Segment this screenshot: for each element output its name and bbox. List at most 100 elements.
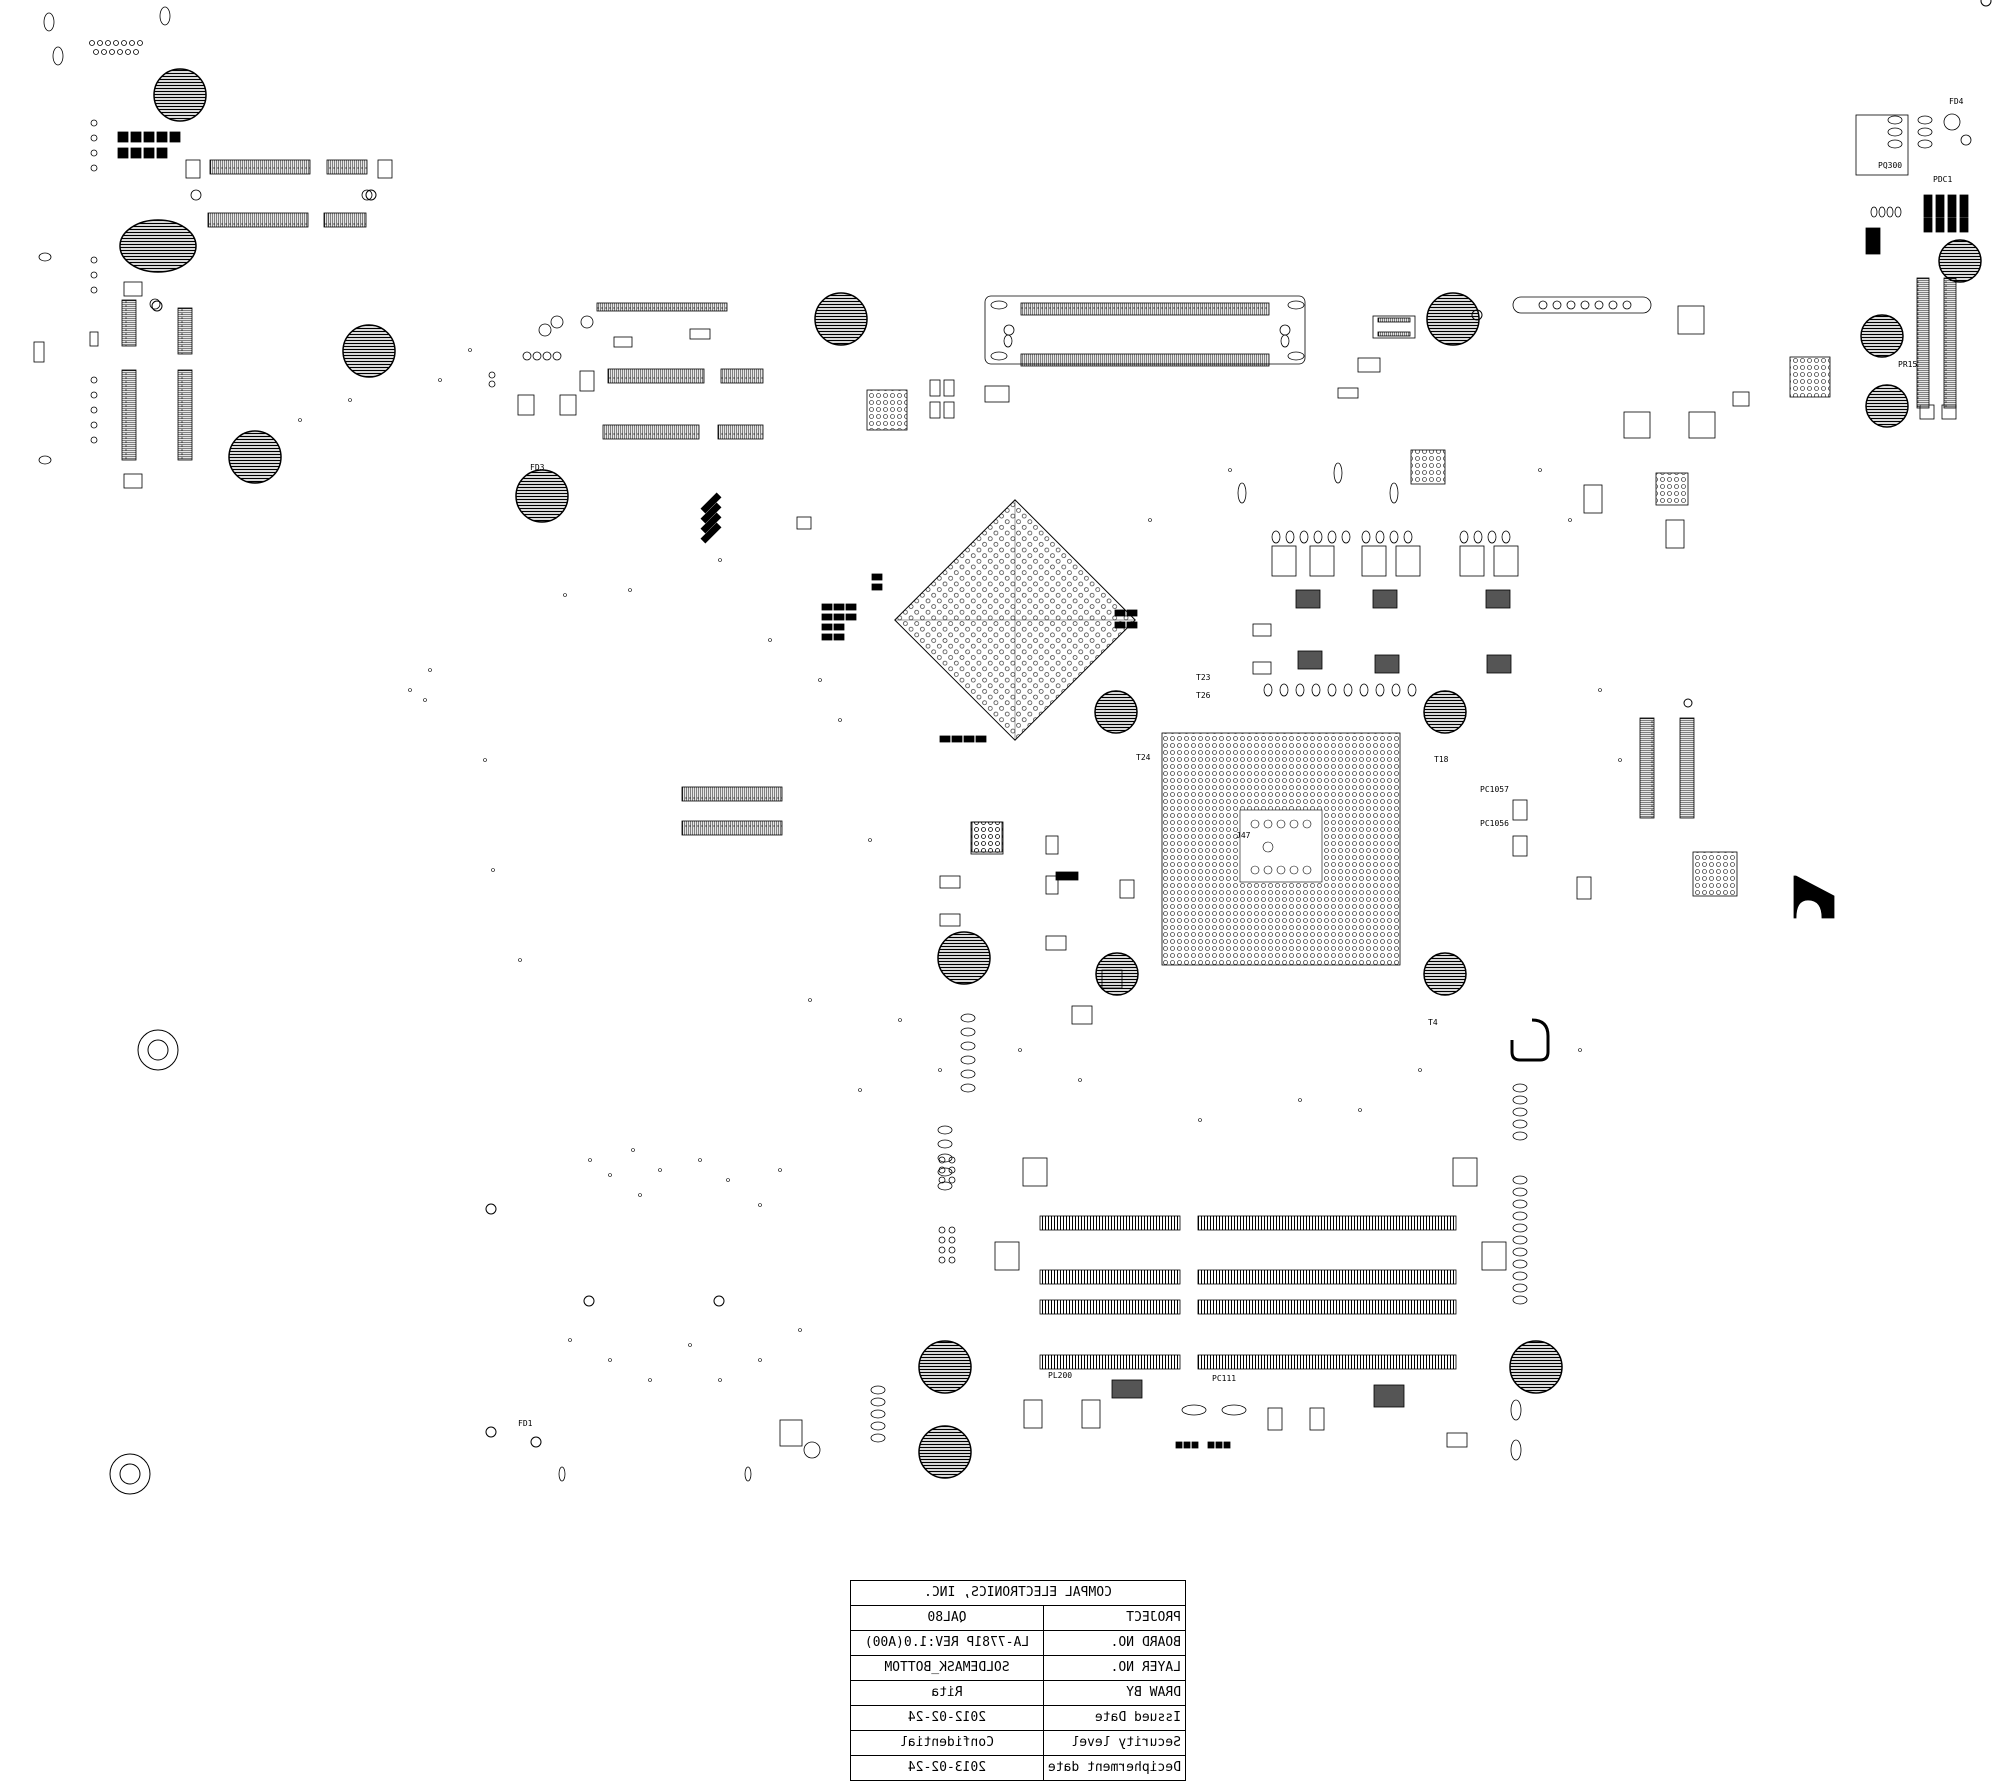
mounting-hole (918, 1340, 972, 1394)
top-left-region (33, 6, 393, 489)
refdes-label: PC1057 (1480, 785, 1509, 794)
slot (1280, 334, 1290, 348)
slot (38, 252, 52, 262)
connector (681, 820, 783, 836)
component (1252, 623, 1272, 637)
title-block-row: DRAW BY Rita (850, 1680, 1186, 1706)
mounting-hole (1423, 690, 1467, 734)
dimm-connector (1197, 1215, 1457, 1231)
mosfet (1374, 654, 1400, 674)
title-block: COMPAL ELECTRONICS, INC. PROJECT QAL80 B… (850, 1580, 1186, 1781)
plain-hole (119, 1463, 141, 1485)
via (550, 315, 564, 329)
slot (1287, 300, 1305, 310)
power-row (1237, 449, 1519, 697)
slot (1221, 1404, 1247, 1416)
title-block-row: Decipherment date 2013-02-24 (850, 1755, 1186, 1781)
component (796, 516, 812, 530)
component (1071, 1005, 1093, 1025)
mounting-hole (119, 219, 197, 273)
mounting-hole (1509, 1340, 1563, 1394)
component (1688, 411, 1716, 439)
plain-hole (137, 1029, 179, 1071)
component (1045, 875, 1059, 895)
via-column (90, 119, 98, 444)
layer-no-value: SOLDEMASK_BOTTOM (850, 1655, 1044, 1681)
title-block-company-row: COMPAL ELECTRONICS, INC. (850, 1580, 1186, 1606)
mounting-hole (1426, 292, 1480, 346)
component (1941, 404, 1957, 420)
refdes-label: PC111 (1212, 1374, 1236, 1383)
silkscreen-labels: FD4 PQ300 PDC1 PR15 FD1 FD3 PC1057 PC105… (518, 97, 1964, 1428)
connector (1679, 717, 1695, 819)
dimm-connector (1197, 1269, 1457, 1285)
connector (323, 212, 367, 228)
via (190, 189, 202, 201)
via (538, 323, 552, 337)
plain-hole (583, 1295, 595, 1307)
pch-bga (1161, 732, 1401, 966)
qfn-chip (866, 389, 908, 431)
slot (1510, 1399, 1522, 1421)
dimm-connector (1197, 1354, 1457, 1370)
connector (207, 212, 309, 228)
component (377, 159, 393, 179)
dimm-connector (1039, 1215, 1181, 1231)
dimm-connector (1197, 1299, 1457, 1315)
component (1446, 1432, 1468, 1448)
connector (1020, 353, 1270, 367)
component (1081, 1399, 1101, 1429)
component (613, 336, 633, 348)
slot (1287, 351, 1305, 361)
issued-date-label: Issued Date (1043, 1705, 1186, 1731)
decipherment-date-label: Decipherment date (1043, 1755, 1186, 1781)
connector (1372, 315, 1416, 339)
via (1943, 113, 1961, 131)
component (1119, 879, 1135, 899)
refdes-label: FD4 (1949, 97, 1964, 106)
pin-row (89, 40, 143, 55)
component (689, 328, 711, 340)
pad-cluster (117, 131, 181, 159)
title-block-row: Security level Confidential (850, 1730, 1186, 1756)
component (123, 473, 143, 489)
refdes-label: FD3 (530, 463, 545, 472)
component (1512, 835, 1528, 857)
draw-by-label: DRAW BY (1043, 1680, 1186, 1706)
slot (744, 1466, 752, 1482)
connector (681, 786, 783, 802)
mounting-hole (153, 68, 207, 122)
plain-hole (530, 1436, 542, 1448)
project-value: QAL80 (850, 1605, 1044, 1631)
connector (177, 307, 193, 355)
pad-cluster (1175, 1441, 1231, 1449)
pin-column (937, 1013, 976, 1191)
scattered-vias (298, 348, 1622, 1382)
pad-cluster (1111, 1379, 1143, 1399)
board-cutout (1793, 875, 1835, 919)
component (929, 379, 941, 397)
mounting-hole (918, 1425, 972, 1479)
mounting-hole (814, 292, 868, 346)
board-no-label: BOARD NO. (1043, 1630, 1186, 1656)
refdes-label: T26 (1196, 691, 1211, 700)
component (1583, 484, 1603, 514)
refdes-label: T18 (1434, 755, 1449, 764)
connector (1020, 302, 1270, 316)
mosfet (1297, 650, 1323, 670)
component (1623, 411, 1651, 439)
dimm-connector (1039, 1269, 1181, 1285)
connector (602, 424, 700, 440)
refdes-label: T24 (1136, 753, 1151, 762)
component (943, 401, 955, 419)
decipherment-date-value: 2013-02-24 (850, 1755, 1044, 1781)
via (1279, 324, 1291, 336)
connector-frame (1512, 296, 1652, 314)
component (33, 341, 45, 363)
slot (1389, 482, 1399, 504)
qfn-chip (1789, 356, 1831, 398)
pad-cluster (1055, 871, 1079, 881)
pin-row (1870, 206, 1902, 218)
hook-outline (1510, 1018, 1550, 1062)
component (1576, 876, 1592, 900)
